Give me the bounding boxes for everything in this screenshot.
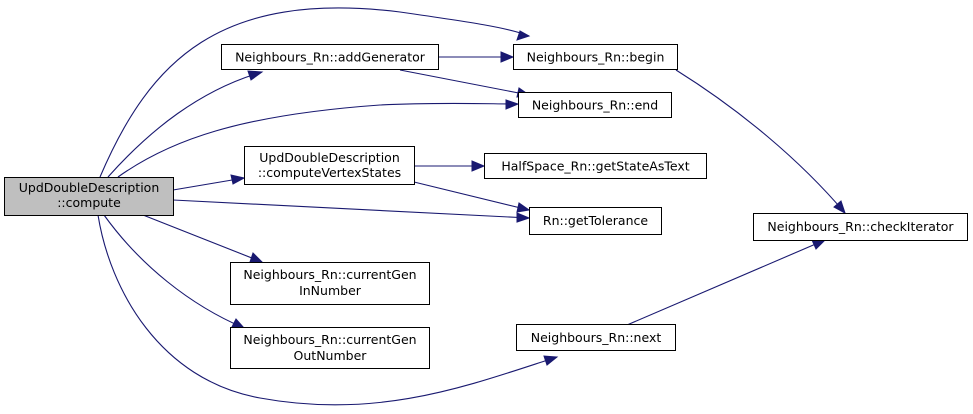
node-next-label: Neighbours_Rn::next [531,330,662,345]
node-getStateAsText-box [484,153,707,179]
node-currentGenInNumber-label-line2: InNumber [299,283,362,298]
node-currentGenOutNumber-label-line2: OutNumber [294,348,368,363]
node-end[interactable]: Neighbours_Rn::end [518,92,672,118]
node-root-box [4,177,174,216]
node-end-box [518,92,672,118]
node-getTolerance[interactable]: Rn::getTolerance [529,207,662,235]
node-addGenerator[interactable]: Neighbours_Rn::addGenerator [221,44,439,70]
node-addGenerator-box [221,44,439,70]
node-getTolerance-box [529,207,662,235]
edge-root-to-addGenerator [107,70,264,178]
edge-root-to-end [117,99,520,178]
node-root-label-line1: UpdDoubleDescription [19,180,160,195]
node-checkIterator[interactable]: Neighbours_Rn::checkIterator [753,213,968,241]
edge-root-to-next [97,214,559,406]
node-currentGenInNumber-label-line1: Neighbours_Rn::currentGen [243,267,416,282]
node-begin-label: Neighbours_Rn::begin [527,50,665,65]
node-getTolerance-label: Rn::getTolerance [543,213,648,228]
node-next-box [516,324,676,351]
node-end-label: Neighbours_Rn::end [532,98,658,113]
edge-begin-to-checkIterator [675,69,846,215]
node-currentGenOutNumber[interactable]: Neighbours_Rn::currentGen OutNumber [230,327,430,369]
node-computeVertexStates[interactable]: UpdDoubleDescription ::computeVertexStat… [244,146,415,185]
edge-next-to-checkIterator [626,239,827,326]
edge-addGenerator-to-end [399,69,531,98]
nodes-layer: UpdDoubleDescription ::compute Neighbour… [4,44,968,369]
edge-computeVertexStates-to-getStateAsText [414,160,486,172]
node-currentGenOutNumber-label-line1: Neighbours_Rn::currentGen [243,332,416,347]
node-root[interactable]: UpdDoubleDescription ::compute [4,177,174,216]
edge-root-to-getTolerance [172,199,531,223]
edge-root-to-currentGenInNumber [142,214,264,263]
node-begin[interactable]: Neighbours_Rn::begin [513,44,678,70]
node-next[interactable]: Neighbours_Rn::next [516,324,676,351]
node-currentGenOutNumber-box [230,327,430,369]
edge-addGenerator-to-begin [438,51,515,63]
node-computeVertexStates-label-line2: ::computeVertexStates [258,165,401,180]
node-checkIterator-box [753,213,968,241]
node-addGenerator-label: Neighbours_Rn::addGenerator [235,50,426,65]
node-currentGenInNumber-box [230,262,430,305]
edge-root-to-begin [99,7,531,178]
edge-root-to-computeVertexStates [172,174,246,191]
node-checkIterator-label: Neighbours_Rn::checkIterator [767,219,954,234]
node-root-label-line2: ::compute [57,195,121,210]
node-getStateAsText[interactable]: HalfSpace_Rn::getStateAsText [484,153,707,179]
edge-computeVertexStates-to-getTolerance [413,181,531,213]
node-begin-box [513,44,678,70]
node-computeVertexStates-label-line1: UpdDoubleDescription [259,150,400,165]
node-getStateAsText-label: HalfSpace_Rn::getStateAsText [501,159,689,174]
edges-layer [97,7,846,406]
node-computeVertexStates-box [244,146,415,185]
edge-root-to-currentGenOutNumber [103,214,246,329]
node-currentGenInNumber[interactable]: Neighbours_Rn::currentGen InNumber [230,262,430,305]
